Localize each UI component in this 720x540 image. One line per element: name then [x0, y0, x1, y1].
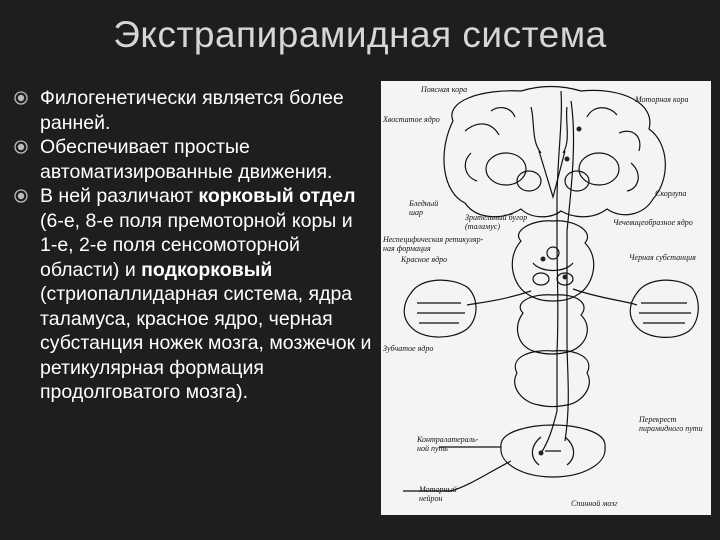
slide-title: Экстрапирамидная система [113, 14, 607, 55]
bullet-item: Филогенетически является более ранней. [14, 86, 374, 135]
label-spinal-cord: Спинной мозг [571, 499, 618, 508]
bullet-item: Обеспечивает простые автоматизированные … [14, 135, 374, 184]
extrapyramidal-diagram: Поясная кора Моторная кора Хвостатое ядр… [381, 81, 711, 515]
bullet-list: Филогенетически является более ранней. О… [14, 86, 374, 405]
label-motor-cortex: Моторная кора [635, 95, 689, 104]
label-cingulate: Поясная кора [421, 85, 468, 94]
label-caudate: Хвостатое ядро [383, 115, 440, 124]
label-reticular: Неспецифическая ретикуляр-ная формация [383, 235, 484, 253]
diagram-drawing [403, 85, 699, 492]
bullet-item: В ней различают корковый отдел (6-е, 8-е… [14, 184, 374, 405]
pons-section [516, 294, 588, 355]
bullet-text: (6-е, 8-е поля премоторной коры и 1-е, 2… [40, 209, 353, 281]
midbrain-section [511, 220, 595, 302]
bullet-text: (стриопаллидарная система, ядра таламуса… [40, 283, 372, 403]
bullet-text: Филогенетически является более ранней. [40, 87, 344, 134]
spinal-cord-section [500, 424, 606, 478]
label-red-nucleus: Красное ядро [401, 255, 448, 264]
bullet-text: Обеспечивает простые автоматизированные … [40, 136, 333, 183]
medulla-section [514, 350, 590, 408]
cerebellum-left [403, 279, 477, 338]
label-motor-neuron: Моторный нейрон [419, 485, 457, 503]
label-dentate: Зубчатое ядро [383, 344, 434, 353]
label-putamen: Скорлупа [655, 189, 687, 198]
brain-section [443, 85, 666, 218]
bullet-circle-icon [14, 91, 28, 105]
bullet-circle-icon [14, 189, 28, 203]
label-globus-pallidus: Бледный шар [409, 199, 439, 217]
bullet-bold-text: корковый отдел [198, 185, 356, 207]
bullet-circle-icon [14, 140, 28, 154]
label-substantia-nigra: Черная субстанция [629, 253, 696, 262]
bullet-text: В ней различают [40, 185, 199, 207]
cerebellum-right [629, 279, 699, 338]
label-contralateral: Контралатераль-ной путь [417, 435, 479, 453]
bullet-bold-text: подкорковый [141, 258, 273, 281]
label-decussation: Перекрест пирамидного пути [639, 415, 703, 433]
label-thalamus: Зрительный бугор (таламус) [465, 213, 528, 231]
label-subthalamic: Чечевицеобразное ядро [613, 218, 693, 227]
